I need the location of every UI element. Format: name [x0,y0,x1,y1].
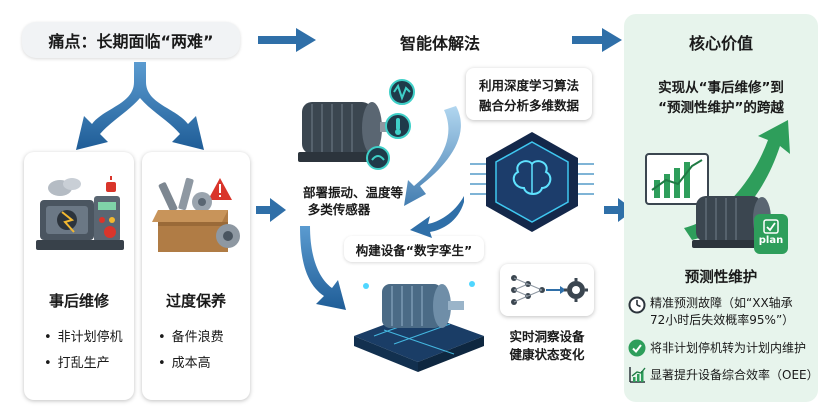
clipboard-check-icon [763,219,779,234]
clock-icon [628,296,646,314]
chart-up-icon [629,367,646,383]
broken-machine-icon [36,176,124,250]
ai-label-line1: 利用深度学习算法 [478,78,579,93]
pain-cards-to-twin-arrow-icon [256,198,286,222]
sensors-to-twin-arrow-icon [300,226,346,310]
value-title: 核心价值 [688,34,753,53]
over-maintenance-card: 过度保养 备件浪费 成本高 [142,152,250,400]
reactive-maintenance-title: 事后维修 [48,292,109,310]
sensors-label-line2: 多类传感器 [307,202,371,217]
chip-to-twin-arrow-icon [410,196,464,238]
monitor-icon-box [500,264,594,316]
ai-label-box: 利用深度学习算法 融合分析多维数据 [466,68,592,120]
value-headline-line1: 实现从“事后维修”到 [658,80,784,96]
solution-to-value-arrow-icon [572,28,622,52]
split-down-arrow-icon [76,62,204,150]
pain-title: 痛点：长期面临“两难” [48,32,214,51]
reactive-maintenance-card: 事后维修 非计划停机 打乱生产 [24,152,134,400]
reactive-bullet-2: 打乱生产 [44,352,110,371]
monitor-label-line1: 实时洞察设备 [509,329,585,344]
solution-title: 智能体解法 [399,34,480,53]
digital-twin-motor-icon [354,281,484,372]
sensors-label-line1: 部署振动、温度等 [302,185,403,200]
value-point-1-line2: 72小时后失效概率95%”） [650,313,795,327]
digital-twin-label: 构建设备“数字孪生” [355,242,473,258]
ai-brain-chip-icon [470,132,594,232]
value-point-1-line1: 精准预测故障（如“XX轴承 [650,296,793,310]
pain-to-solution-arrow-icon [258,28,316,52]
motor-with-sensors-icon [298,79,415,170]
value-subtitle: 预测性维护 [684,270,758,286]
plan-badge-label: plan [758,235,784,246]
value-headline-line2: “预测性维护”的跨越 [658,100,784,116]
digital-twin-pill: 构建设备“数字孪生” [344,236,484,262]
network-gear-icon [511,275,588,305]
plan-badge: plan [754,214,788,254]
data-stream-icon [404,106,461,206]
value-point-2: 将非计划停机转为计划内维护 [650,341,807,355]
check-circle-icon [628,339,646,357]
pain-title-pill: 痛点：长期面临“两难” [22,22,240,58]
over-bullet-2: 成本高 [158,352,211,371]
value-point-3: 显著提升设备综合效率（OEE） [650,368,819,382]
spare-parts-box-icon [152,177,240,252]
monitor-label-line2: 健康状态变化 [509,347,585,362]
ai-label-line2: 融合分析多维数据 [478,98,579,113]
reactive-bullet-1: 非计划停机 [44,326,123,345]
over-maintenance-title: 过度保养 [165,292,226,310]
over-bullet-1: 备件浪费 [158,326,224,345]
